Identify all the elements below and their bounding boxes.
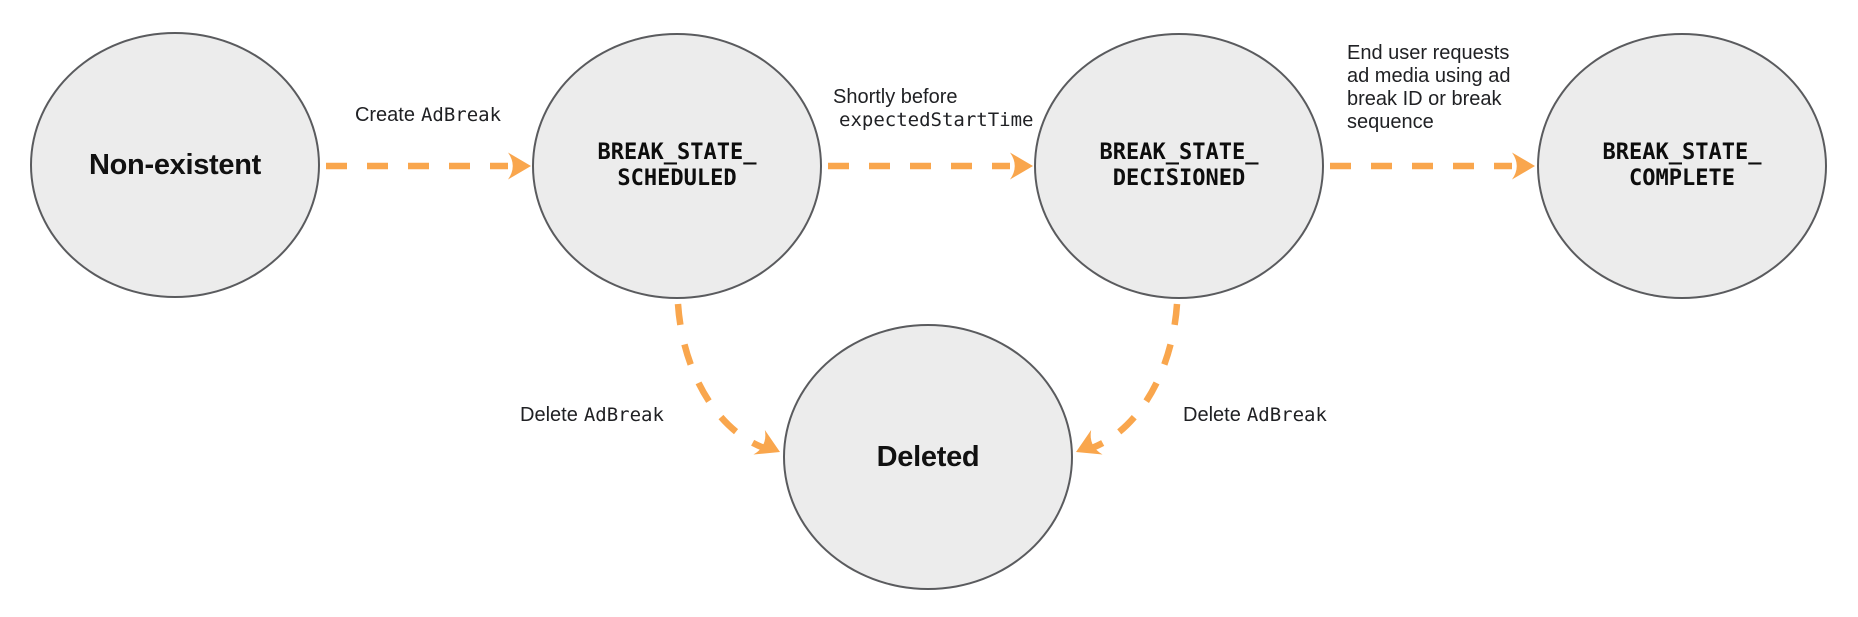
state-label-line1: BREAK_STATE_ [1099, 140, 1259, 165]
state-break-state-complete: BREAK_STATE_ COMPLETE [1537, 33, 1827, 299]
arrow-delete-adbreak-left [674, 303, 780, 455]
state-label: BREAK_STATE_ SCHEDULED [598, 140, 757, 192]
label-code-text: expectedStartTime [839, 109, 1034, 131]
label-shortly-before-expectedstarttime: Shortly before expectedStartTime [833, 86, 1033, 132]
arrow-delete-adbreak-right [1076, 303, 1181, 455]
label-text: Shortly before [833, 86, 958, 108]
label-text-line2: ad media using ad [1347, 65, 1511, 87]
arrow-head [1512, 152, 1535, 180]
state-break-state-decisioned: BREAK_STATE_ DECISIONED [1034, 33, 1324, 299]
label-text-line4: sequence [1347, 111, 1434, 133]
state-label-line2: COMPLETE [1629, 166, 1735, 191]
state-label-line1: BREAK_STATE_ [597, 140, 757, 165]
label-text-line1: End user requests [1347, 42, 1510, 64]
state-break-state-scheduled: BREAK_STATE_ SCHEDULED [532, 33, 822, 299]
state-label-line2: DECISIONED [1112, 166, 1246, 191]
arrow-head [1076, 430, 1103, 455]
label-code-text: AdBreak [1246, 404, 1327, 426]
arrow-shortly-before [828, 152, 1033, 180]
arrow-end-user-requests [1330, 152, 1535, 180]
state-label: Non-existent [88, 148, 262, 181]
state-non-existent: Non-existent [30, 32, 320, 298]
state-label-line1: BREAK_STATE_ [1602, 140, 1762, 165]
arrow-create-adbreak [326, 152, 531, 180]
arrow-head [508, 152, 531, 180]
label-text: Create [354, 104, 415, 126]
label-end-user-requests: End user requests ad media using ad brea… [1347, 42, 1510, 134]
state-label: BREAK_STATE_ DECISIONED [1100, 140, 1259, 192]
state-label-line2: SCHEDULED [617, 166, 737, 191]
state-label: BREAK_STATE_ COMPLETE [1603, 140, 1762, 192]
label-text: Delete [520, 404, 578, 426]
state-deleted: Deleted [783, 324, 1073, 590]
label-code-text: AdBreak [583, 404, 664, 426]
label-code-text: AdBreak [420, 104, 502, 126]
label-text-line3: break ID or break [1347, 88, 1502, 110]
label-text: Delete [1183, 404, 1241, 426]
arrow-head [753, 430, 780, 455]
state-label: Deleted [876, 440, 980, 473]
arrow-head [1010, 152, 1033, 180]
